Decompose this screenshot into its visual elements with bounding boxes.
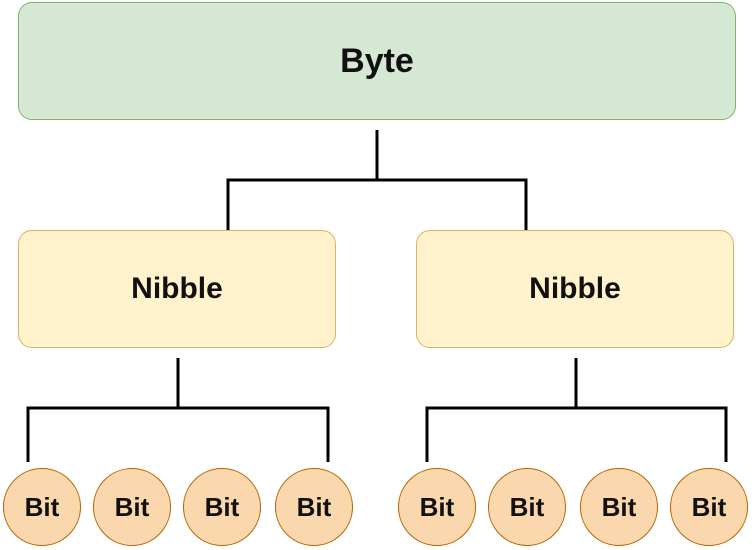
byte-label: Byte: [340, 41, 414, 80]
nibble-node-1: Nibble: [18, 230, 336, 348]
bit-label: Bit: [296, 491, 332, 522]
bit-label: Bit: [24, 491, 60, 522]
bit-node-1: Bit: [3, 468, 81, 546]
connector-byte-to-nibbles: [226, 130, 528, 230]
connector-nibble-1-to-bits: [26, 358, 330, 462]
nibble-label: Nibble: [529, 272, 621, 305]
bit-label: Bit: [691, 491, 727, 522]
bit-label: Bit: [509, 491, 545, 522]
bit-label: Bit: [204, 491, 240, 522]
bit-node-8: Bit: [670, 468, 748, 546]
nibble-label: Nibble: [131, 272, 223, 305]
bit-node-4: Bit: [275, 468, 353, 546]
bit-node-2: Bit: [93, 468, 171, 546]
bit-label: Bit: [419, 491, 455, 522]
bit-node-7: Bit: [580, 468, 658, 546]
nibble-node-2: Nibble: [416, 230, 734, 348]
bit-node-5: Bit: [398, 468, 476, 546]
bit-label: Bit: [601, 491, 637, 522]
bit-node-6: Bit: [488, 468, 566, 546]
bit-node-3: Bit: [183, 468, 261, 546]
byte-node: Byte: [18, 2, 736, 120]
connector-nibble-2-to-bits: [425, 358, 728, 462]
bit-label: Bit: [114, 491, 150, 522]
